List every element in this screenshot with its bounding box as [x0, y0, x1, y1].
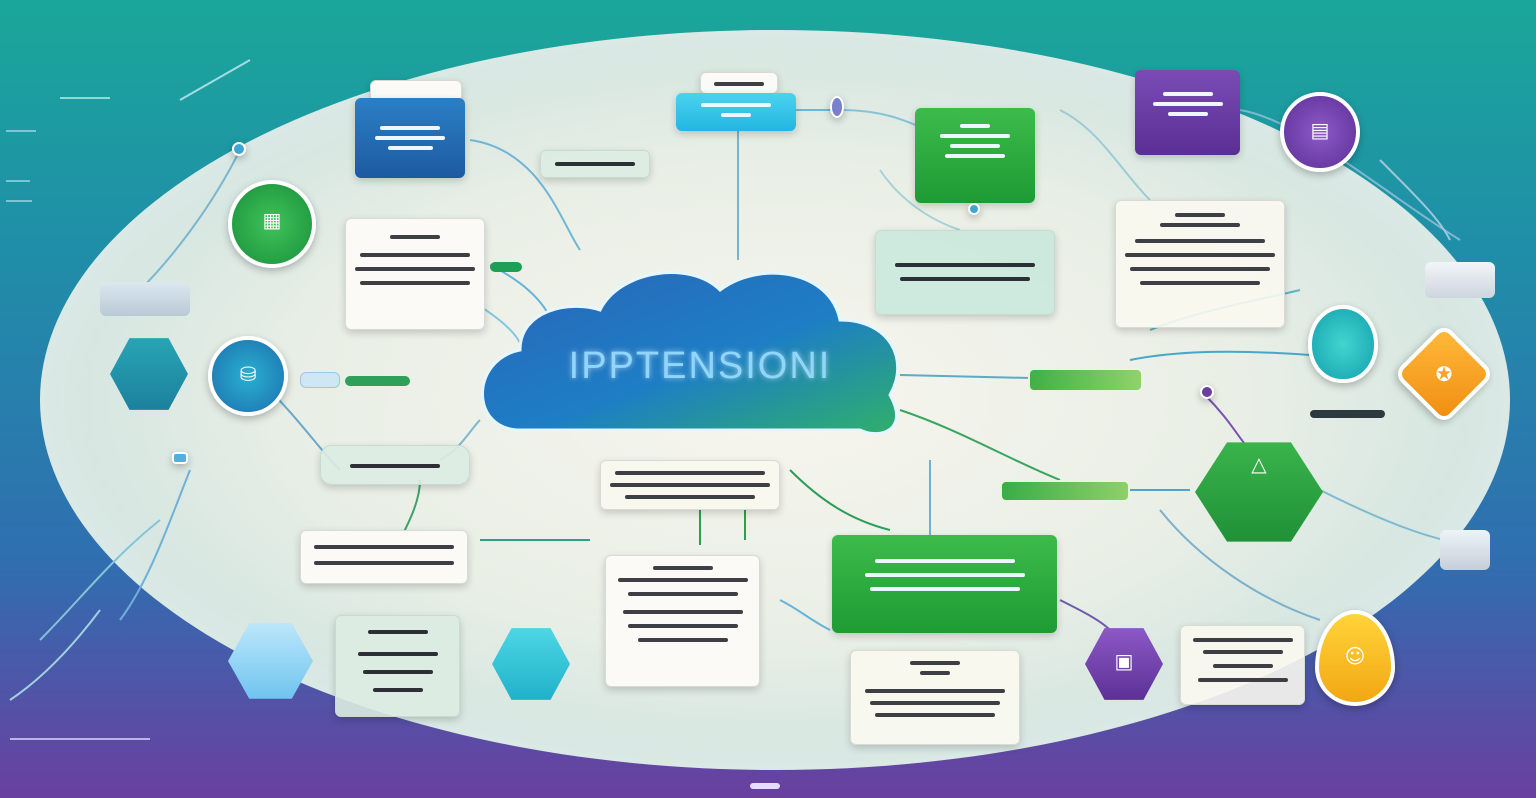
blue-card-top-left[interactable] [355, 98, 465, 178]
pale-card-right-top [875, 230, 1055, 315]
top-left-marker [60, 97, 110, 99]
purple-hex-bottom-right[interactable]: ▣ [1085, 628, 1163, 700]
teal-circle-right[interactable] [1308, 305, 1378, 383]
device-icon [1440, 530, 1490, 570]
green-bar-right-lower [1000, 480, 1130, 502]
triangle-icon: △ [1251, 452, 1267, 476]
pin-marker [172, 452, 188, 464]
connector [779, 599, 831, 631]
left-edge-marker [6, 180, 30, 182]
connector [119, 469, 191, 621]
chart-icon: ▦ [262, 208, 282, 232]
connector [1059, 599, 1111, 631]
cyan-hex-bottom[interactable] [492, 628, 570, 700]
cloud-shape [481, 271, 900, 436]
tag-green-small [490, 262, 522, 272]
tag-dark-small [1310, 410, 1385, 418]
connector [9, 609, 101, 701]
pin-marker [968, 203, 980, 215]
left-edge-marker [6, 130, 36, 132]
connector [789, 469, 891, 531]
purple-circle-top-right[interactable]: ▤ [1280, 92, 1360, 172]
connector [39, 519, 161, 641]
document-icon: ▤ [1310, 118, 1330, 142]
purple-card-top-right[interactable] [1135, 70, 1240, 155]
yellow-drop-bottom-right[interactable]: ☺ [1315, 610, 1395, 706]
bottom-center-marker [750, 783, 780, 789]
connector [179, 59, 251, 101]
left-edge-marker [6, 200, 32, 202]
text-card-left [345, 218, 485, 330]
green-hex-right[interactable]: △ [1195, 442, 1323, 542]
connector [899, 409, 1061, 481]
connector [1159, 509, 1321, 621]
green-bar-right [1028, 368, 1143, 392]
connector [1129, 350, 1311, 361]
connector [1204, 394, 1251, 451]
tag-blue-small [300, 372, 340, 388]
connector [1059, 109, 1151, 201]
note-card-top [540, 150, 650, 178]
bank-icon [100, 282, 190, 316]
text-card-left-lower [300, 530, 468, 584]
pin-marker [232, 142, 246, 156]
blue-circle-left[interactable]: ⛁ [208, 336, 288, 416]
bottom-left-marker [10, 738, 150, 740]
award-icon: ✪ [1435, 362, 1453, 386]
person-icon: ☺ [1344, 644, 1366, 668]
laptop-icon [1425, 262, 1495, 298]
connector [879, 169, 961, 231]
pale-card-bottom-left [335, 615, 460, 717]
database-icon: ⛁ [239, 362, 257, 386]
text-card-bottom-right [1180, 625, 1305, 705]
connector [899, 374, 1031, 379]
connector [139, 149, 241, 291]
cyan-card-top[interactable] [676, 93, 796, 131]
green-circle-left[interactable]: ▦ [228, 180, 316, 268]
tag-green-bar [345, 376, 410, 386]
pale-card-left [320, 445, 470, 485]
connector [1379, 159, 1451, 241]
text-card-center-lower [605, 555, 760, 687]
text-card-right-top [1115, 200, 1285, 328]
green-card-bottom[interactable] [832, 535, 1057, 633]
text-card-center [600, 460, 780, 510]
pin-marker [830, 96, 844, 118]
label-tag-top [700, 72, 778, 94]
pin-marker [1200, 385, 1214, 399]
connector [469, 139, 581, 251]
text-card-bottom [850, 650, 1020, 745]
clipboard-icon: ▣ [1114, 649, 1134, 673]
center-cloud-label: IPPTENSIONI [568, 345, 832, 387]
green-card-top[interactable] [915, 108, 1035, 203]
